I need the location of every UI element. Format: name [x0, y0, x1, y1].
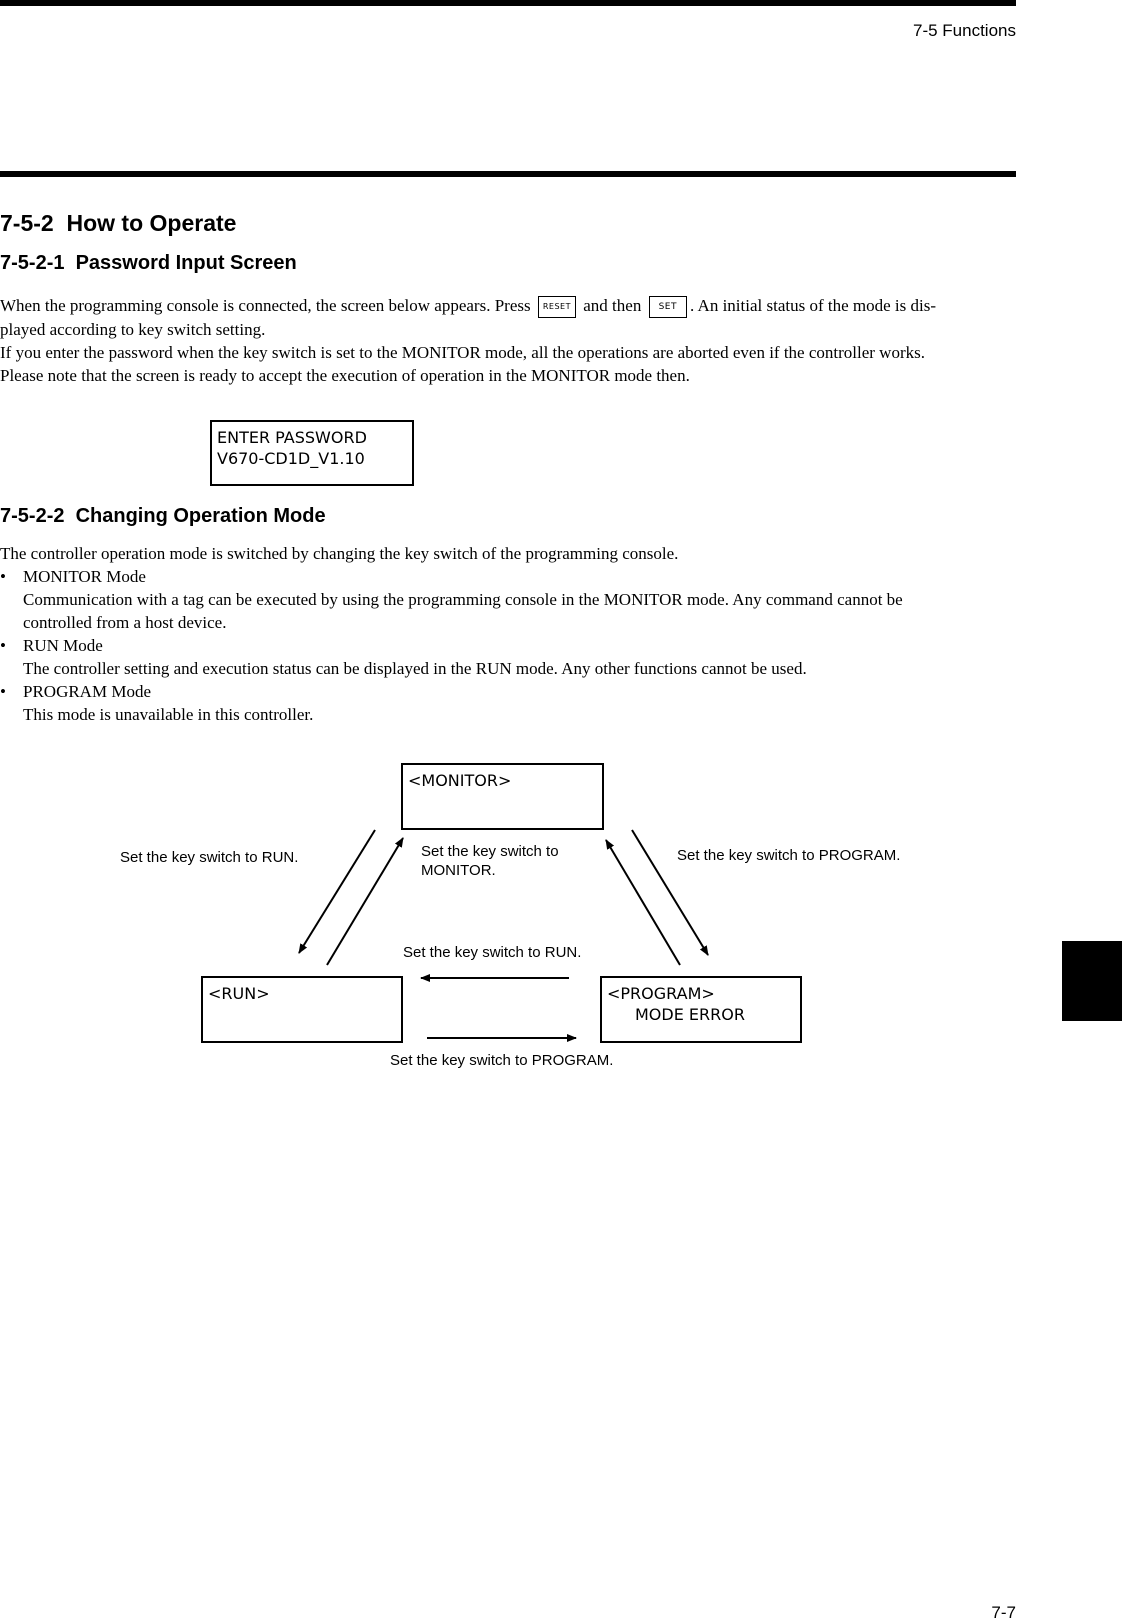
mode-transition-diagram: <MONITOR> <RUN> <PROGRAM> MODE ERROR Set … — [0, 750, 1016, 1080]
label-set-to-monitor-line-1: Set the key switch to — [421, 843, 559, 860]
password-line-1-a: When the programming console is connecte… — [0, 296, 531, 315]
password-paragraph: When the programming console is connecte… — [0, 294, 1016, 387]
list-item-desc-1: This mode is unavailable in this control… — [23, 705, 314, 724]
label-set-to-run-left: Set the key switch to RUN. — [120, 849, 299, 866]
lcd-line-2: V670-CD1D_V1.10 — [217, 449, 365, 468]
page-number: 7-7 — [991, 1603, 1016, 1622]
label-set-to-run-middle: Set the key switch to RUN. — [403, 944, 582, 961]
heading-how-to-operate: 7-5-2 How to Operate — [0, 210, 237, 236]
list-item-content: MONITOR Mode Communication with a tag ca… — [23, 565, 1016, 634]
list-item-desc-1: Communication with a tag can be executed… — [23, 590, 903, 609]
heading-changing-operation-mode: 7-5-2-2 Changing Operation Mode — [0, 505, 326, 527]
password-line-1-b: and then — [583, 296, 642, 315]
password-line-1: When the programming console is connecte… — [0, 294, 1016, 319]
arrow-run-to-monitor — [326, 837, 404, 966]
list-item-content: PROGRAM Mode This mode is unavailable in… — [23, 680, 1016, 726]
bullet: • — [0, 567, 6, 586]
password-line-1-c: . An initial status of the mode is dis- — [689, 296, 936, 315]
bullet: • — [0, 682, 6, 701]
password-lcd-screen: ENTER PASSWORD V670-CD1D_V1.10 — [210, 420, 414, 486]
mode-intro: The controller operation mode is switche… — [0, 544, 679, 563]
label-set-to-program-right: Set the key switch to PROGRAM. — [677, 847, 901, 864]
arrow-monitor-to-run — [298, 829, 376, 954]
list-item-title: RUN Mode — [23, 636, 103, 655]
list-item-title: MONITOR Mode — [23, 567, 146, 586]
list-item-desc-2: controlled from a host device. — [23, 613, 227, 632]
heading-password-input-screen: 7-5-2-1 Password Input Screen — [0, 252, 297, 274]
program-box-line-2: MODE ERROR — [635, 1005, 745, 1024]
top-rule — [0, 0, 1016, 6]
arrow-program-to-monitor — [605, 839, 681, 966]
lcd-line-1: ENTER PASSWORD — [217, 428, 367, 447]
password-line-3: If you enter the password when the key s… — [0, 343, 925, 363]
reset-key-icon: RESET — [537, 296, 576, 319]
password-line-2: played according to key switch setting. — [0, 320, 266, 340]
list-item-title: PROGRAM Mode — [23, 682, 151, 701]
list-item-desc-1: The controller setting and execution sta… — [23, 659, 807, 678]
run-mode-box: <RUN> — [201, 976, 403, 1043]
label-set-to-monitor: Set the key switch to MONITOR. — [421, 842, 559, 880]
monitor-mode-box: <MONITOR> — [401, 763, 604, 830]
password-line-4: Please note that the screen is ready to … — [0, 366, 690, 386]
list-item-content: RUN Mode The controller setting and exec… — [23, 634, 1016, 680]
mode-list: • MONITOR Mode Communication with a tag … — [0, 565, 1016, 725]
section-header: 7-5 Functions — [913, 21, 1016, 40]
section-rule — [0, 171, 1016, 177]
transition-arrows — [298, 829, 709, 1042]
label-set-to-monitor-line-2: MONITOR. — [421, 862, 496, 879]
program-box-line-1: <PROGRAM> — [607, 984, 715, 1003]
bullet: • — [0, 636, 6, 655]
label-set-to-program-bottom: Set the key switch to PROGRAM. — [390, 1052, 614, 1069]
program-mode-box: <PROGRAM> MODE ERROR — [600, 976, 802, 1043]
set-key-icon: SET — [648, 296, 687, 319]
arrow-monitor-to-program — [631, 829, 709, 956]
chapter-thumb-tab — [1062, 941, 1122, 1021]
